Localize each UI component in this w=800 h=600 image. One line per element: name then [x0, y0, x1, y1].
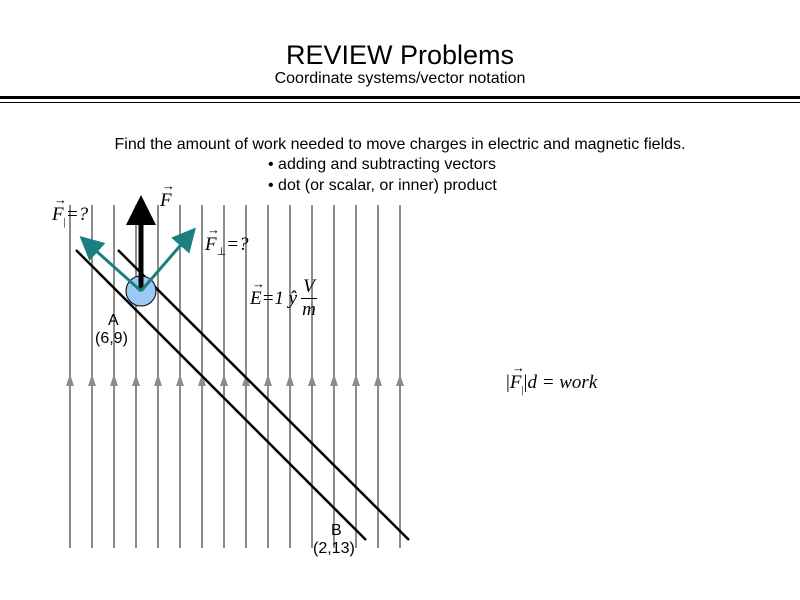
force-label: →F [160, 178, 175, 211]
page-subtitle: Coordinate systems/vector notation [274, 70, 526, 87]
divider-thick [0, 96, 800, 99]
field-arrowhead [264, 374, 272, 386]
point-a-label: A [108, 312, 119, 329]
bullet-item: • dot (or scalar, or inner) product [268, 177, 497, 194]
field-arrowhead [220, 374, 228, 386]
field-arrowhead [132, 374, 140, 386]
field-arrowhead [308, 374, 316, 386]
intro-text: Find the amount of work needed to move c… [114, 136, 686, 153]
field-arrowhead [396, 374, 404, 386]
field-arrowhead [352, 374, 360, 386]
work-formula: |→F||d = work [506, 360, 598, 396]
divider-thin [0, 102, 800, 103]
page-title: REVIEW Problems [285, 40, 515, 70]
field-arrowhead [286, 374, 294, 386]
field-arrowhead [176, 374, 184, 386]
field-equation: →E =1 ŷ V m [250, 275, 317, 320]
equipotential-line [75, 249, 367, 541]
field-arrowhead [374, 374, 382, 386]
perpendicular-component-arrow [139, 227, 196, 292]
point-b-label: B [331, 522, 342, 539]
f-perp-label: →F⊥=? [205, 222, 249, 258]
field-arrowhead [242, 374, 250, 386]
bullet-item: • adding and subtracting vectors [268, 156, 496, 173]
field-arrowhead [88, 374, 96, 386]
field-arrowhead [198, 374, 206, 386]
equipotential-line [117, 249, 410, 541]
field-arrowhead [154, 374, 162, 386]
field-arrowhead [330, 374, 338, 386]
field-arrowhead [110, 374, 118, 386]
f-parallel-label: →F|=? [52, 192, 89, 228]
point-a-coords: (6,9) [95, 330, 128, 347]
field-arrowhead [66, 374, 74, 386]
point-b-coords: (2,13) [313, 540, 355, 557]
parallel-component-arrow [79, 235, 143, 293]
